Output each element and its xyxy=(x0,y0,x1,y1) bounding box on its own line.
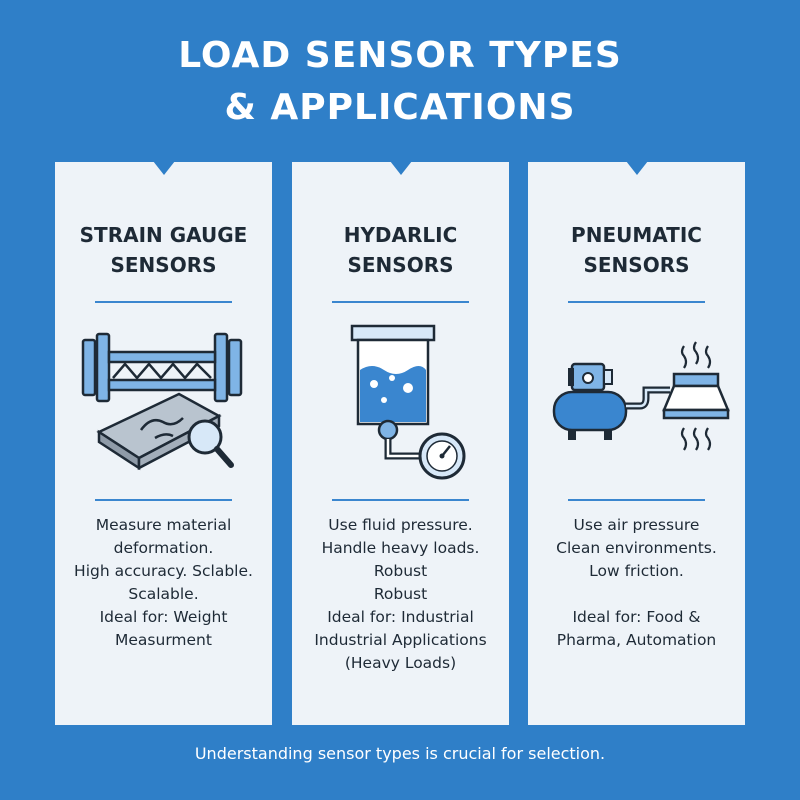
divider xyxy=(568,499,705,501)
card-notch xyxy=(152,161,175,175)
card-title: STRAIN GAUGE SENSORS xyxy=(55,220,272,280)
desc-line: Ideal for: Food & xyxy=(572,608,701,626)
desc-line: Clean environments. xyxy=(556,539,717,557)
card-title-line1: PNEUMATIC xyxy=(571,223,702,247)
desc-line: (Heavy Loads) xyxy=(344,654,457,672)
desc-line-blank xyxy=(534,583,739,606)
pneumatic-card: PNEUMATIC SENSORS xyxy=(528,161,745,725)
divider xyxy=(332,499,469,501)
card-title: HYDARLIC SENSORS xyxy=(292,220,509,280)
desc-line: Industrial Applications xyxy=(314,631,487,649)
card-title-line1: HYDARLIC xyxy=(343,223,458,247)
desc-line: Handle heavy loads. xyxy=(321,539,480,557)
card-title-line2: SENSORS xyxy=(583,253,690,277)
desc-line: Low friction. xyxy=(589,562,684,580)
card-title-line1: STRAIN GAUGE xyxy=(79,223,248,247)
divider xyxy=(568,301,705,303)
card-title-line2: SENSORS xyxy=(110,253,217,277)
page-title-line2: & APPLICATIONS xyxy=(224,87,576,128)
desc-line: Measure material xyxy=(95,516,232,534)
hydraulic-card: HYDARLIC SENSORS Use fluid pressure. Han… xyxy=(292,161,509,725)
desc-line: High accuracy. Sclable. xyxy=(74,562,253,580)
desc-line: Measurment xyxy=(115,631,212,649)
divider xyxy=(95,301,232,303)
desc-line: deformation. xyxy=(113,539,214,557)
desc-line: Robust xyxy=(373,585,428,603)
strain-gauge-icon xyxy=(55,312,272,492)
page-title-line1: LOAD SENSOR TYPES xyxy=(178,35,622,76)
card-notch xyxy=(389,161,412,175)
divider xyxy=(95,499,232,501)
desc-line: Use fluid pressure. xyxy=(328,516,473,534)
desc-line: Pharma, Automation xyxy=(556,631,717,649)
air-compressor-icon xyxy=(528,312,745,492)
card-title-line2: SENSORS xyxy=(347,253,454,277)
strain-gauge-card: STRAIN GAUGE SENSORS Me xyxy=(55,161,272,725)
desc-line: Robust xyxy=(373,562,428,580)
card-title: PNEUMATIC SENSORS xyxy=(528,220,745,280)
card-description: Use air pressure Clean environments. Low… xyxy=(534,514,739,652)
card-notch xyxy=(625,161,648,175)
hydraulic-cylinder-gauge-icon xyxy=(292,312,509,492)
footer-caption: Understanding sensor types is crucial fo… xyxy=(194,744,606,763)
card-description: Use fluid pressure. Handle heavy loads. … xyxy=(298,514,503,675)
desc-line: Ideal for: Industrial xyxy=(327,608,474,626)
page-title: LOAD SENSOR TYPES & APPLICATIONS xyxy=(0,30,800,134)
divider xyxy=(332,301,469,303)
desc-line: Ideal for: Weight xyxy=(99,608,228,626)
card-description: Measure material deformation. High accur… xyxy=(61,514,266,652)
desc-line: Scalable. xyxy=(128,585,199,603)
desc-line: Use air pressure xyxy=(573,516,700,534)
